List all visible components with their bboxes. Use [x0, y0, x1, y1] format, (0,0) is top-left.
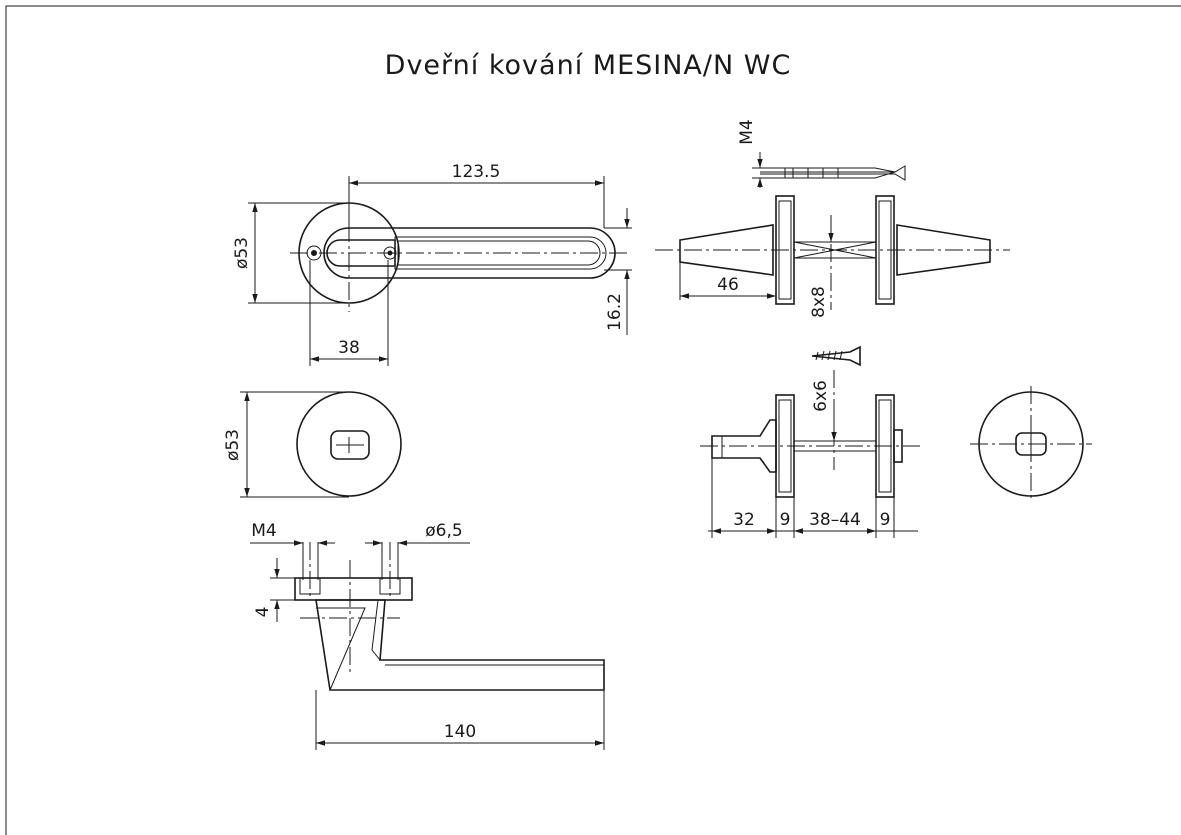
left-handle-cone	[679, 224, 774, 276]
dim-spindle-offset: 46	[717, 275, 739, 295]
spindle-assembly-view: M4 46 8x8	[655, 119, 1010, 318]
lever-outline	[323, 227, 616, 279]
dim-screw-height: 4	[253, 607, 273, 618]
screw-m4	[784, 167, 896, 179]
dim-thread-top: M4	[251, 521, 276, 541]
dim-rose-diameter-bottom: ø53	[223, 429, 243, 461]
screw-hole-left	[306, 245, 322, 261]
drawing-title: Dveřní kování MESINA/N WC	[385, 50, 792, 81]
wc-indicator-rose-view	[970, 386, 1092, 502]
drawing-frame	[5, 5, 1181, 835]
wc-assembly-view: 6x6 32 9 38–44 9	[700, 370, 920, 538]
dim-rose-diameter-top: ø53	[232, 237, 252, 269]
wc-slot	[330, 430, 370, 460]
lever-side-outline	[315, 599, 605, 691]
dim-hole-diameter: ø6,5	[425, 521, 462, 541]
lever-front-view: 123.5 ø53 38 16.2	[232, 162, 632, 366]
dim-lever-thickness: 16.2	[605, 293, 625, 331]
wc-spindle	[793, 440, 877, 452]
right-rose	[875, 195, 895, 305]
dim-wc-spindle: 6x6	[811, 380, 831, 412]
dim-rose-offset: 38	[338, 338, 360, 358]
wc-rose-front-view: ø53	[223, 391, 402, 498]
wood-screw	[811, 345, 861, 367]
dim-lever-total: 140	[444, 722, 476, 742]
screw-hole-right	[383, 246, 397, 260]
rose-plate	[294, 577, 413, 601]
lever-side-view: M4 ø6,5 4 140	[250, 521, 605, 750]
dim-rose-gap-left: 9	[780, 510, 791, 530]
dim-door-thickness: 38–44	[809, 510, 861, 530]
right-handle-cone	[896, 224, 991, 276]
dim-spindle-square: 8x8	[809, 286, 829, 318]
dim-lever-length: 123.5	[452, 162, 501, 182]
dim-thread-side: M4	[737, 119, 757, 144]
dim-knob-length: 32	[733, 510, 755, 530]
dim-rose-gap-right: 9	[880, 510, 891, 530]
